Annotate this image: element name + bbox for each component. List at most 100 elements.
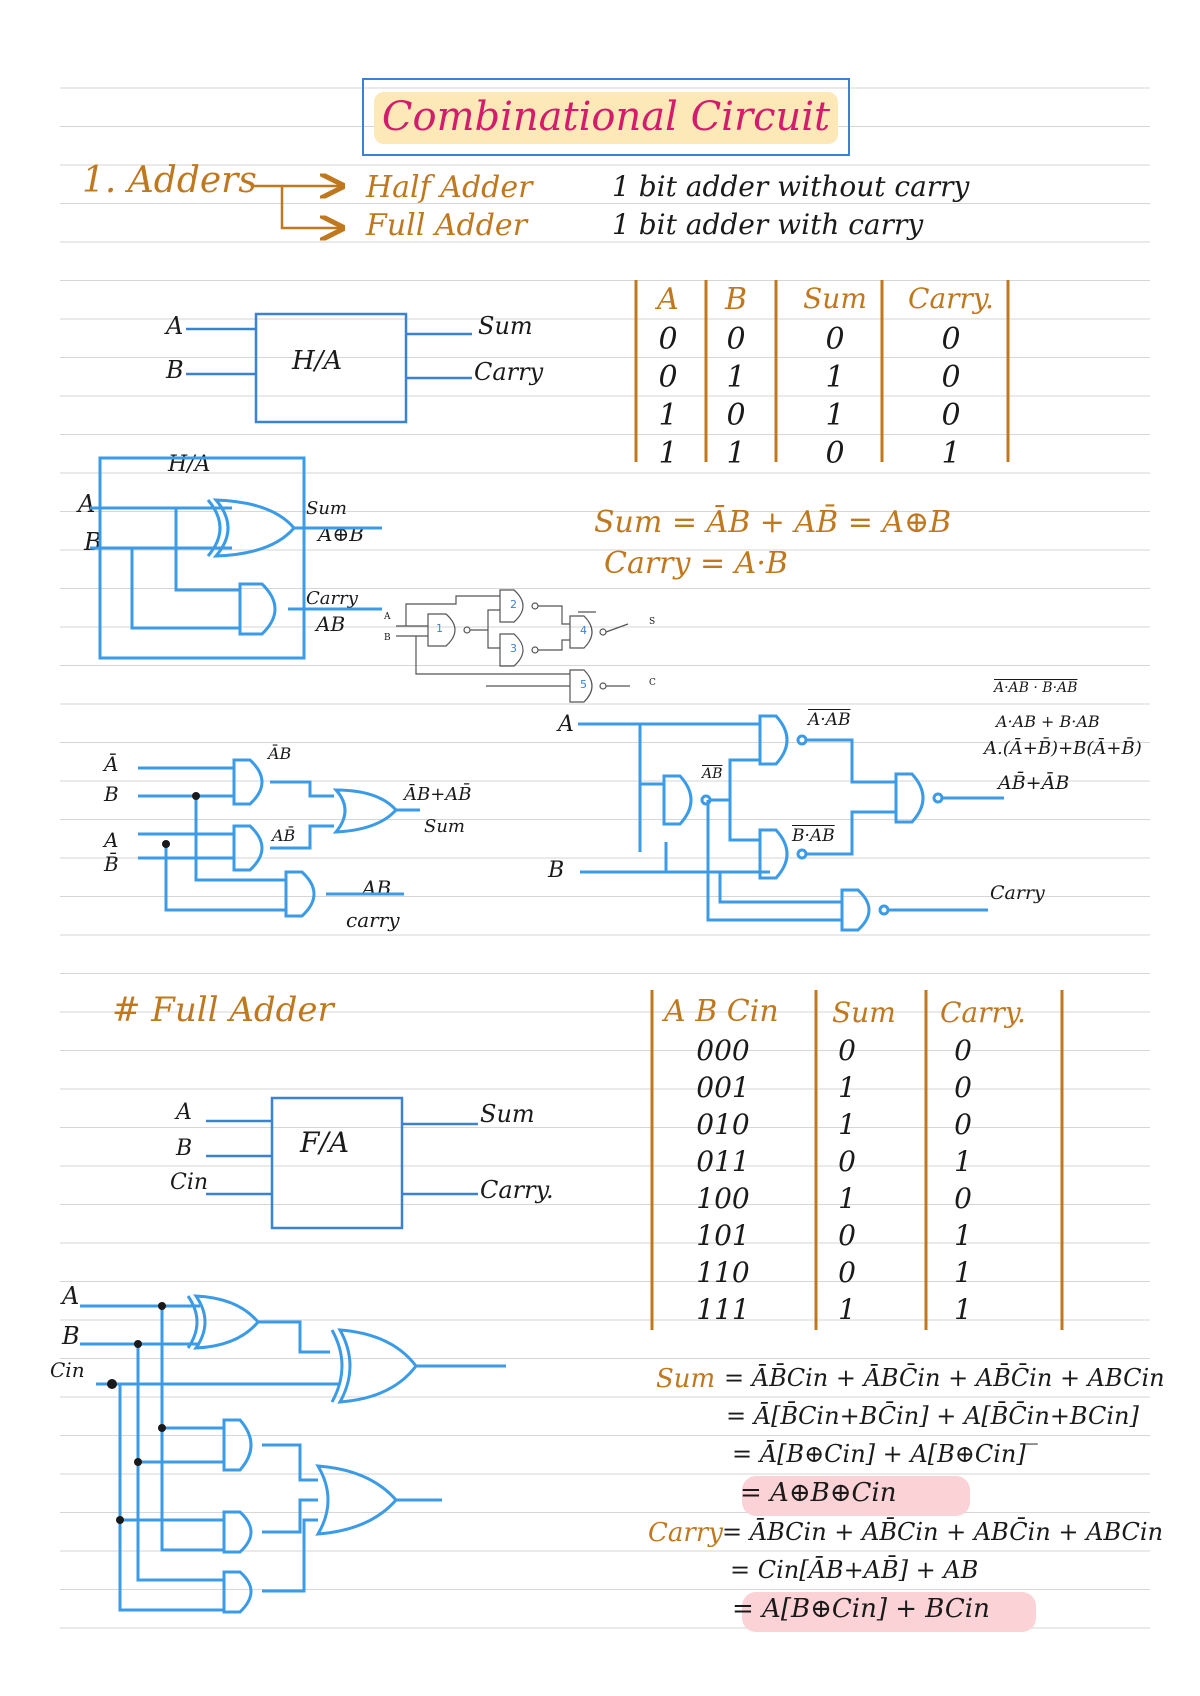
ha-table-header-a: A [657,282,679,317]
fa-table-cell: 101 [696,1219,750,1252]
nand-circuit-diagram [578,714,1004,932]
ha-table-cell: 0 [726,322,746,357]
fa-carry-label: Carry [648,1518,723,1548]
ha-output-sum: Sum [478,312,533,340]
ha-table-cell: 1 [941,436,961,471]
sop-input-a: A [104,828,119,852]
sum-result-highlight [742,1476,970,1516]
fa-table-cell: 1 [838,1071,856,1104]
fa-sum-label: Sum [656,1364,716,1394]
fa-table-cell: 0 [838,1034,856,1067]
ha-table-header-b: B [724,282,748,317]
sop-or-label: ĀB+AB̄ [404,784,472,805]
ha-table-cell: 1 [825,360,845,395]
fa-table-cell: 1 [838,1108,856,1141]
fa-table-cell: 0 [838,1256,856,1289]
sop-circuit-diagram [138,758,420,918]
ha-table-header-sum: Sum [803,282,867,315]
fa-table-cell: 1 [954,1145,972,1178]
page-title: Combinational Circuit [381,94,831,140]
fa-table-cell: 011 [696,1145,750,1178]
fa-input-b: B [176,1136,193,1161]
fa-table-header-abc: A B Cin [664,994,779,1029]
ha-gate-box-label: H/A [168,452,211,477]
fa-table-cell: 1 [954,1219,972,1252]
nand-mini-output-s: S [649,617,656,627]
full-adder-label: Full Adder [366,208,528,243]
nand-mini-gate-number: 4 [580,624,587,637]
sop-carry-label: carry [346,908,400,932]
sop-input-b: B [104,782,119,806]
nand-g1-label: AB [702,766,723,782]
ha-input-b: B [166,356,184,384]
fa-table-cell: 0 [838,1219,856,1252]
fa-table-cell: 0 [954,1034,972,1067]
fa-table-cell: 001 [696,1071,750,1104]
nand-mini-gate-number: 2 [510,598,517,611]
fa-table-cell: 0 [954,1071,972,1104]
nand-input-b: B [548,858,565,883]
nand-input-a: A [558,712,574,737]
fa-table-header-sum: Sum [832,996,896,1029]
ha-block-label: H/A [292,346,343,376]
fa-output-carry: Carry. [480,1176,554,1204]
nand-carry-label: Carry [990,882,1045,904]
nand-mini-gate-number: 5 [580,678,587,691]
ha-and-gate [238,582,277,636]
full-adder-desc: 1 bit adder with carry [612,208,924,241]
nand-mini-diagram [396,589,630,703]
ha-sum-equation: Sum = ĀB + AB̄ = A⊕B [594,505,952,540]
ha-table-cell: 0 [941,322,961,357]
fa-table-cell: 0 [954,1108,972,1141]
nand-mini-input-b: B [384,633,391,643]
fa-block-label: F/A [300,1126,350,1159]
fa-table-cell: 000 [696,1034,750,1067]
fa-table-cell: 1 [954,1256,972,1289]
ha-gate-sum-label: Sum [306,498,347,519]
title-highlight [374,92,838,144]
ha-xor-gate [212,498,296,558]
ha-output-carry: Carry [474,358,544,386]
ha-table-cell: 0 [825,322,845,357]
nand-g2-label: A·AB [808,710,851,730]
sop-g1-label: ĀB [268,744,292,763]
fa-sum-line-3: = Ā[B⊕Cin] + A[B⊕Cin]‾ [732,1440,1038,1468]
ha-table-cell: 1 [825,398,845,433]
fa-sum-line-4: = A⊕B⊕Cin [740,1478,897,1508]
fa-table-cell: 1 [838,1182,856,1215]
fa-circuit-input-cin: Cin [50,1358,85,1382]
sop-g2-label: AB̄ [272,826,296,845]
ha-table-header-carry: Carry. [908,282,994,315]
ha-gate-sum-expr: A⊕B [318,522,364,546]
fa-carry-line-3: = A[B⊕Cin] + BCin [732,1594,990,1624]
ha-gate-diagram [90,456,382,660]
adders-heading: 1. Adders [82,160,257,201]
sop-input-bbar: B̄ [104,852,119,876]
fa-table-cell: 111 [696,1293,750,1326]
nand-note-4: AB̄+ĀB [998,772,1070,794]
sop-input-abar: Ā [104,752,119,776]
fa-table-header-carry: Carry. [940,996,1026,1029]
fa-output-sum: Sum [480,1100,535,1128]
fa-table-cell: 100 [696,1182,750,1215]
fa-sum-line-1: = ĀB̄Cin + ĀBC̄in + AB̄C̄in + ABCin [724,1364,1165,1392]
full-adder-heading: # Full Adder [112,990,334,1030]
ha-gate-carry-expr: AB [316,612,346,636]
nand-mini-gate-number: 3 [510,642,517,655]
nand-mini-gate-number: 1 [436,622,443,635]
ha-gate-carry-label: Carry [306,588,358,609]
ha-gate-input-a: A [78,490,96,518]
fa-table-rules [650,990,1064,1330]
ha-table-cell: 0 [825,436,845,471]
fa-circuit-input-a: A [62,1282,80,1310]
ha-table-cell: 0 [658,360,678,395]
fa-carry-line-2: = Cin[ĀB+AB̄] + AB [730,1556,979,1584]
fa-table-cell: 1 [954,1293,972,1326]
carry-result-highlight [742,1592,1036,1632]
nand-mini-output-c: C [649,678,656,688]
fa-block-diagram [206,1096,478,1230]
sop-sum-label: Sum [424,816,465,837]
ha-table-cell: 0 [658,322,678,357]
